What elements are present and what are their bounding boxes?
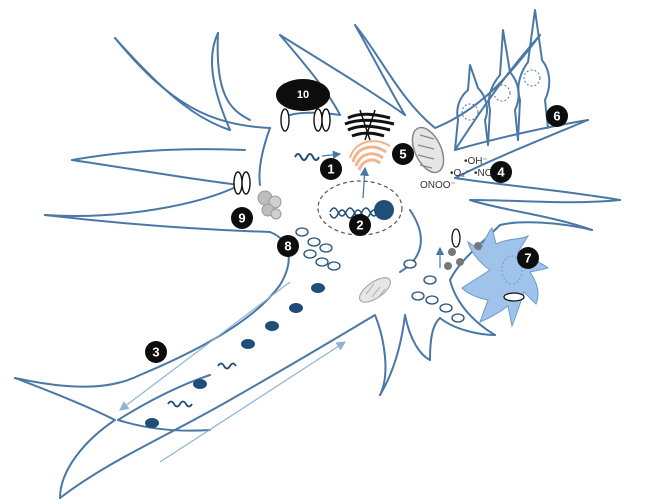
synaptic-vesicles	[296, 228, 464, 322]
badge-7: 7	[517, 247, 539, 269]
badge-4-label: 4	[497, 165, 505, 180]
badge-1: 1	[320, 158, 342, 180]
badge-3: 3	[145, 341, 167, 363]
microglia	[440, 228, 548, 326]
badge-9-label: 9	[238, 211, 245, 226]
ion-channel	[234, 172, 250, 194]
peroxynitrite-label: ONOO⁻	[420, 180, 456, 191]
golgi-apparatus	[350, 141, 390, 170]
endoplasmic-reticulum	[345, 110, 394, 140]
badge-4: 4	[490, 161, 512, 183]
badge-6: 6	[546, 105, 568, 127]
superoxide-label: •O₂⁻	[450, 168, 470, 179]
badge-5: 5	[392, 143, 414, 165]
receptor-complex: 10	[276, 79, 330, 131]
badge-2: 2	[349, 214, 371, 236]
badge-6-label: 6	[553, 109, 560, 124]
badge-8: 8	[277, 235, 299, 257]
badge-10-label: 10	[297, 89, 309, 101]
protein-aggregate	[258, 191, 281, 219]
transport-arrows	[120, 282, 345, 462]
badge-2-label: 2	[356, 218, 363, 233]
badge-7-label: 7	[524, 251, 531, 266]
nitric-oxide-label: •NO	[474, 168, 493, 179]
badge-9: 9	[231, 207, 253, 229]
badge-8-label: 8	[284, 239, 291, 254]
axon-mitochondrion	[356, 273, 395, 307]
badge-5-label: 5	[399, 147, 406, 162]
badge-1-label: 1	[327, 162, 334, 177]
badge-3-label: 3	[152, 345, 159, 360]
axonal-cargo	[145, 283, 325, 428]
hydroxyl-label: •OH⁻	[464, 156, 488, 167]
